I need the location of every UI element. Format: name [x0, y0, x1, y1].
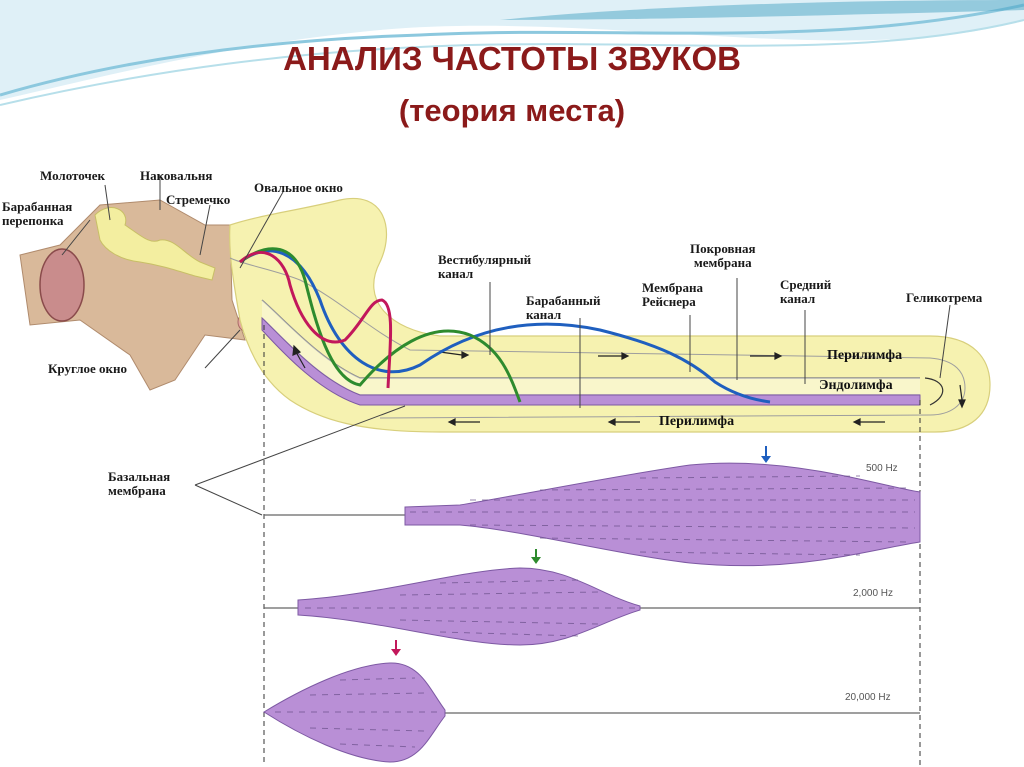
label-middle-canal-line2: канал — [780, 291, 816, 306]
label-vestibular-canal-line1: Вестибулярный — [438, 252, 532, 267]
header-wave-decoration — [0, 0, 1024, 106]
label-oval-window: Овальное окно — [254, 180, 343, 195]
traveling-waves — [239, 247, 771, 404]
label-middle-canal: Средний канал — [780, 278, 831, 306]
label-endolymph: Эндолимфа — [819, 378, 893, 393]
label-vestibular-canal: Вестибулярный канал — [438, 253, 531, 281]
label-tectorial-membrane-line1: Покровная — [690, 241, 756, 256]
label-tympanic-membrane: Барабанная перепонка — [2, 200, 72, 228]
label-stapes: Стремечко — [166, 192, 231, 207]
wave-2000hz — [239, 247, 522, 403]
page-title: АНАЛИЗ ЧАСТОТЫ ЗВУКОВ — [283, 40, 741, 77]
guide-lines — [263, 325, 921, 765]
label-round-window: Круглое окно — [48, 361, 128, 376]
page-subtitle: (теория места) — [398, 93, 626, 128]
label-tympanic-canal: Барабанный канал — [526, 294, 600, 322]
label-basilar-membrane-line1: Базальная — [108, 469, 171, 484]
wave-20000hz — [239, 251, 393, 389]
tympanic-membrane-shape — [39, 248, 85, 322]
profile-2000hz — [264, 549, 920, 646]
label-reissner-membrane-line1: Мембрана — [642, 280, 703, 295]
frequency-label-500hz: 500 Hz — [866, 463, 898, 474]
pointer-lines — [61, 175, 951, 516]
label-reissner-membrane-line2: Рейснера — [642, 294, 696, 309]
label-reissner-membrane: Мембрана Рейснера — [642, 281, 703, 309]
label-tympanic-membrane-line2: перепонка — [2, 213, 64, 228]
cochlea — [229, 197, 991, 433]
label-incus: Наковальня — [140, 168, 213, 183]
wave-500hz — [239, 249, 771, 404]
label-tectorial-membrane: Покровная мембрана — [690, 242, 756, 270]
flow-arrows — [292, 344, 966, 426]
label-malleus: Молоточек — [40, 168, 106, 183]
label-perilymph-top: Перилимфа — [827, 348, 903, 363]
frequency-label-20000hz: 20,000 Hz — [845, 692, 891, 703]
label-tympanic-membrane-line1: Барабанная — [2, 199, 73, 214]
label-basilar-membrane: Базальная мембрана — [108, 470, 170, 498]
label-basilar-membrane-line2: мембрана — [108, 483, 166, 498]
label-helicotrema: Геликотрема — [906, 290, 983, 305]
ossicles-shape — [94, 207, 216, 281]
label-tectorial-membrane-line2: мембрана — [693, 255, 752, 270]
profile-20000hz — [263, 640, 920, 763]
label-middle-canal-line1: Средний — [780, 277, 832, 292]
label-perilymph-bottom: Перилимфа — [659, 414, 735, 429]
label-vestibular-canal-line2: канал — [438, 266, 474, 281]
label-tympanic-canal-line1: Барабанный — [526, 293, 601, 308]
frequency-label-2000hz: 2,000 Hz — [853, 588, 894, 599]
label-tympanic-canal-line2: канал — [526, 307, 562, 322]
profile-500hz — [264, 446, 921, 567]
